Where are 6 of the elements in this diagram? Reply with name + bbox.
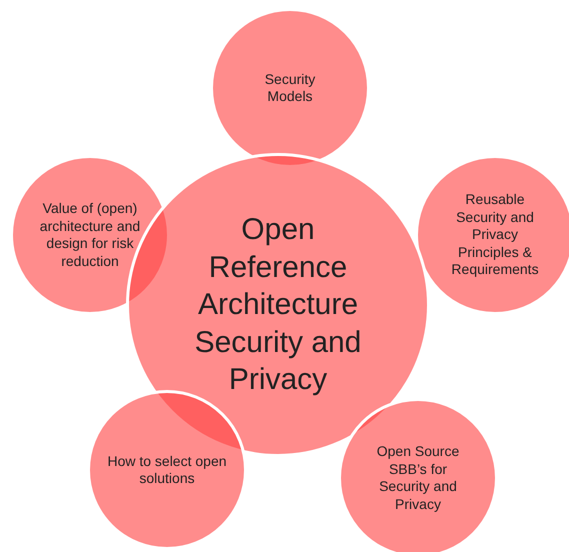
circle-text: How to select open solutions [106,452,228,488]
circle-text: Security Models [264,70,316,106]
circle-text: Value of (open) architecture and design for risk reduction [38,200,142,270]
circle-text: Open Source SBB’s for Security and Privacy [376,443,460,513]
circle-text: Open Reference Architecture Security and Privacy [194,212,362,398]
circle-text: Reusable Security and Privacy Principles & Requirements [450,191,540,278]
